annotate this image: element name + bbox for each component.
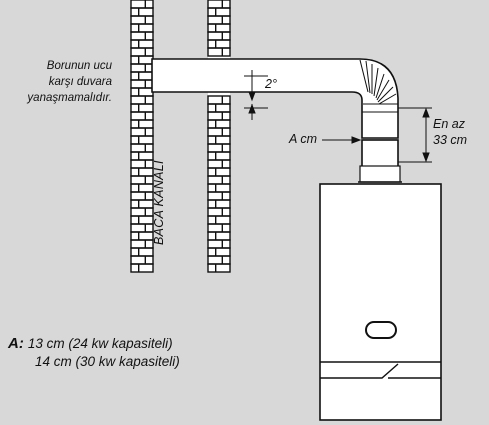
boiler-unit	[319, 183, 442, 421]
right-brick-wall	[207, 0, 231, 273]
left-brick-wall	[130, 0, 154, 273]
legend-key: A:	[8, 335, 24, 352]
clearance-dimension	[398, 107, 432, 163]
legend-row: 14 cm (30 kw kapasiteli)	[8, 353, 180, 371]
note-line: yanaşmamalıdır.	[27, 92, 112, 104]
a-cm-label: A cm	[289, 132, 318, 146]
legend-text: 13 cm (24 kw kapasiteli)	[27, 336, 173, 351]
a-dimension-leader	[322, 136, 362, 144]
legend: A:13 cm (24 kw kapasiteli) 14 cm (30 kw …	[8, 335, 180, 371]
legend-text: 14 cm (30 kw kapasiteli)	[35, 354, 180, 369]
note-line: Borunun ucu	[46, 60, 112, 72]
legend-row: A:13 cm (24 kw kapasiteli)	[8, 335, 180, 353]
note-line: karşı duvara	[48, 76, 112, 88]
angle-dimension	[244, 70, 268, 120]
chimney-label: BACA KANALI	[152, 160, 166, 245]
wall-clearance-note: Borunun ucu karşı duvara yanaşmamalıdır.	[6, 58, 112, 106]
clearance-line: 33 cm	[433, 133, 468, 147]
flue-pipe	[151, 58, 402, 183]
min-clearance-label: En az 33 cm	[433, 116, 467, 148]
angle-label: 2°	[265, 77, 277, 91]
clearance-line: En az	[433, 117, 465, 131]
